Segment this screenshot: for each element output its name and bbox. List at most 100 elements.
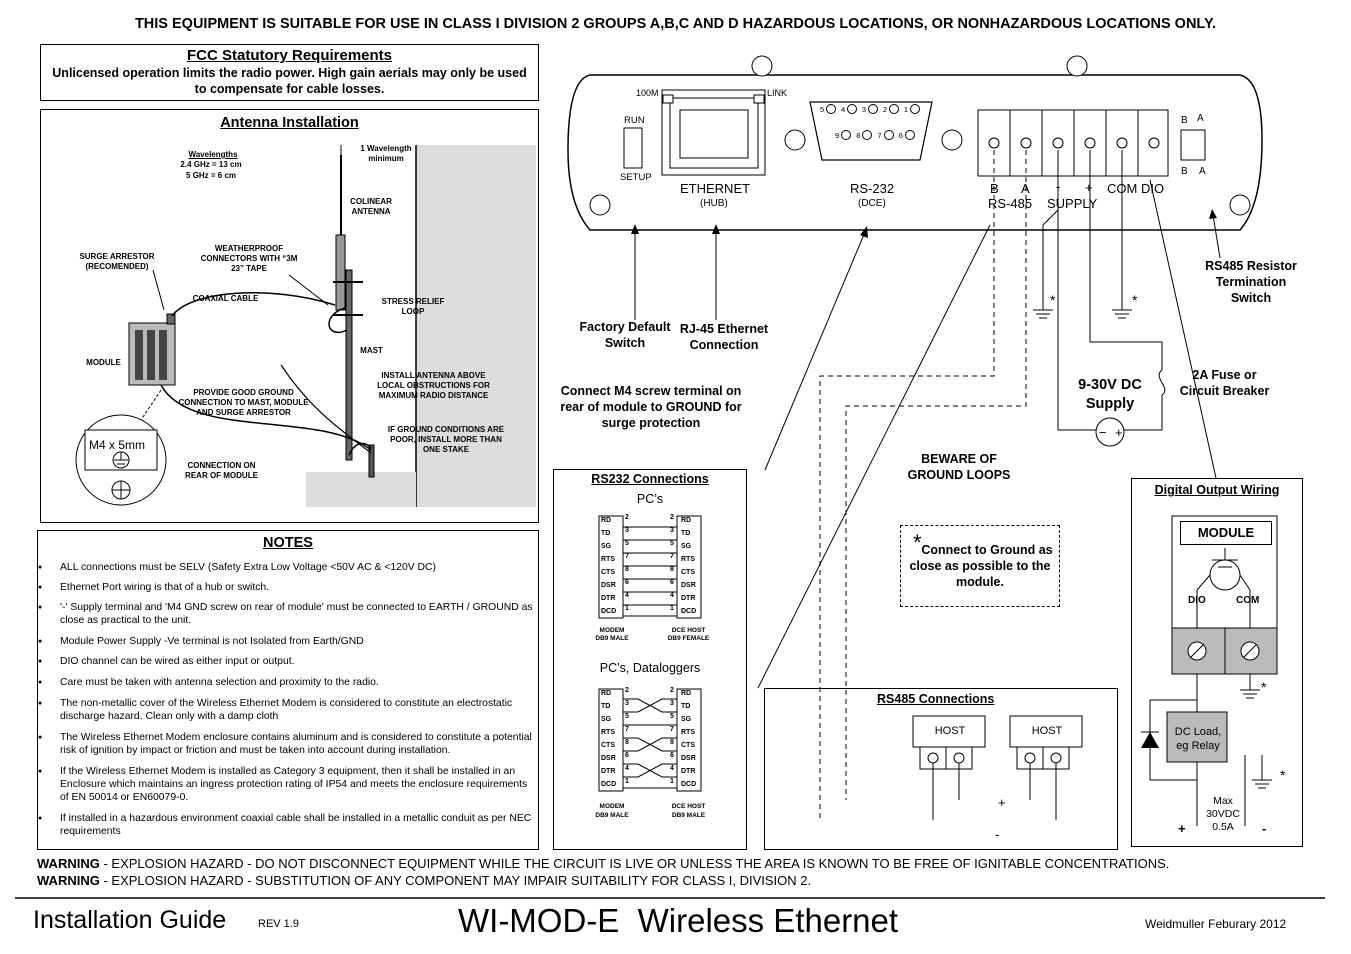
pin-number: 6: [625, 752, 629, 759]
antenna-installation-box: Antenna Installation: [40, 109, 539, 523]
pin-number: 1: [625, 778, 629, 785]
factory-default-label: Factory Default Switch: [579, 320, 671, 350]
pin-number: 4: [670, 765, 674, 772]
note-item: Care must be taken with antenna selectio…: [38, 676, 538, 689]
weatherproof-label: WEATHERPROOF CONNECTORS WITH “3M 23” TAP…: [200, 244, 298, 273]
rs232-title: RS232 Connections: [591, 472, 709, 486]
rs485-minus-label: -: [995, 827, 1000, 842]
signal-label: DCD: [681, 608, 697, 615]
signal-label: CTS: [681, 742, 695, 749]
signal-label: RD: [601, 690, 612, 697]
note-item: Ethernet Port wiring is that of a hub or…: [38, 581, 538, 594]
pin-number: 2: [625, 514, 629, 521]
db9-pin: 1: [904, 104, 920, 114]
mast-graphic: [345, 269, 353, 461]
db9-female-label: DB9 FEMALE: [667, 635, 710, 642]
terminal-dio-label: DIO: [1141, 181, 1165, 196]
fcc-text: Unlicensed operation limits the radio po…: [52, 66, 527, 96]
pin-number: 1: [670, 778, 674, 785]
dc-load-box: [1166, 711, 1228, 763]
star-marker: *: [913, 530, 922, 555]
signal-label: SG: [681, 716, 692, 723]
db9-male-label: DB9 MALE: [671, 812, 706, 819]
switch-b-bottom-label: B: [1181, 166, 1188, 177]
note-item: If installed in a hazardous environment …: [38, 812, 538, 838]
pin-number: 4: [670, 592, 674, 599]
ground-stake: [368, 444, 375, 478]
terminal-block: [977, 109, 1169, 177]
star-marker: *: [1261, 679, 1267, 695]
pin-number: 3: [670, 527, 674, 534]
mount-hole: [1229, 194, 1251, 216]
coaxial-label: COAXIAL CABLE: [192, 294, 259, 303]
notes-title: NOTES: [263, 535, 313, 551]
rs232-box: RS232 Connections PC’s PC’s, Dataloggers…: [553, 469, 747, 850]
switch-a-bottom-label: A: [1199, 166, 1206, 177]
surge-label: SURGE ARRESTOR (RECOMENDED): [79, 252, 155, 271]
hazard-banner: THIS EQUIPMENT IS SUITABLE FOR USE IN CL…: [134, 16, 1217, 32]
db9-pin: 2: [883, 104, 900, 114]
antenna-title: Antenna Installation: [220, 115, 359, 131]
led-100m-label: 100M: [636, 88, 659, 98]
db9-pin-column: 2 3 5 7 8 6 4 1: [625, 514, 633, 618]
signal-label: RTS: [681, 556, 695, 563]
coax-cable: [171, 291, 336, 317]
signal-label: SG: [681, 543, 692, 550]
rs485-title: RS485 Connections: [877, 692, 995, 706]
company-date-label: Weidmuller Feburary 2012: [1145, 917, 1287, 931]
dio-label: DIO: [1188, 595, 1206, 606]
stress-loop: [328, 307, 348, 333]
terminal-b-label: B: [990, 181, 999, 196]
signal-label: RTS: [681, 729, 695, 736]
signal-label: TD: [601, 703, 611, 710]
terminal-plus-label: +: [1085, 180, 1093, 195]
fcc-title: FCC Statutory Requirements: [186, 47, 393, 64]
star-marker: *: [1050, 292, 1056, 308]
mast-label: MAST: [360, 346, 383, 355]
svg-text:+: +: [1115, 425, 1123, 440]
db9-pin: 9: [835, 130, 852, 140]
pin-number: 3: [625, 700, 629, 707]
terminal-a-label: A: [1021, 181, 1030, 196]
dc-supply-symbol: [1095, 417, 1125, 447]
signal-label: CTS: [681, 569, 695, 576]
wall-graphic: [416, 145, 536, 507]
signal-label: CTS: [601, 742, 615, 749]
signal-label: DSR: [601, 582, 616, 589]
pin-number: 5: [670, 713, 674, 720]
mount-hole: [1066, 55, 1088, 77]
db9-signal-column: RD TD SG RTS CTS DSR DTR DCD: [681, 517, 701, 621]
db9-pin: 3: [862, 104, 879, 114]
switch-b-top-label: B: [1181, 115, 1188, 126]
signal-label: DCD: [601, 608, 617, 615]
modem-label: MODEM: [599, 803, 625, 810]
digital-title: Digital Output Wiring: [1154, 483, 1280, 497]
db9-pin: 4: [841, 104, 858, 114]
pin-number: 6: [670, 579, 674, 586]
note-item: The non-metallic cover of the Wireless E…: [38, 697, 538, 723]
db9-male-label: DB9 MALE: [595, 635, 629, 642]
rs232-dataloggers-label: PC’s, Dataloggers: [599, 661, 701, 675]
dc-supply-label: 9-30V DC Supply: [1078, 377, 1142, 412]
pin-number: 2: [625, 687, 629, 694]
rs232-label: RS-232: [850, 181, 895, 196]
db9-pin-column: 2 3 5 7 8 6 4 1: [625, 687, 633, 791]
signal-label: DTR: [681, 595, 696, 602]
pin-number: 1: [625, 605, 629, 612]
rs232-wiring-svg: [598, 515, 702, 792]
digital-minus-label: -: [1262, 821, 1267, 836]
rs232-pcs-label: PC’s: [636, 492, 664, 506]
rs485-plus-label: +: [998, 795, 1006, 810]
db9-signal-column: RD TD SG RTS CTS DSR DTR DCD: [681, 690, 701, 794]
run-label: RUN: [624, 115, 645, 126]
signal-label: RD: [601, 517, 612, 524]
ground-graphic: [306, 472, 416, 507]
db9-signal-column: RD TD SG RTS CTS DSR DTR DCD: [601, 690, 621, 794]
com-label: COM: [1236, 595, 1260, 606]
rear-connection-label: CONNECTION ON REAR OF MODULE: [185, 461, 258, 480]
pin-number: 6: [670, 752, 674, 759]
signal-label: DTR: [681, 768, 696, 775]
signal-label: SG: [601, 716, 612, 723]
terminal-minus-label: -: [1056, 179, 1061, 194]
star-marker: *: [1132, 292, 1138, 308]
